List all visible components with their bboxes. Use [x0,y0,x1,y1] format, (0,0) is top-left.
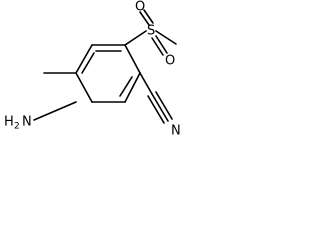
ring-bond-5 [75,72,93,103]
oxygen-top-label: O [135,0,145,15]
amine-nitrogen-label: N [22,115,32,130]
amino-group: H 2 N [4,72,77,132]
ring-inner-bond-2 [119,76,133,97]
sulfur-methyl-bond [155,30,177,45]
molecule-diagram: S O O N H 2 N [4,0,181,139]
amine-hydrogen-label: H [4,115,14,130]
amine-subscript-label: 2 [14,122,20,132]
ring-bond-2 [124,44,141,74]
nitrile-triple-bond-2 [155,91,173,120]
nitrile-group: N [139,72,181,139]
sulfur-oxygen-bottom-bond-a [151,37,164,56]
sulfur-oxygen-bottom-bond-b [155,35,168,54]
methylsulfonyl-group: S O O [124,0,177,69]
benzene-ring [75,44,141,103]
oxygen-bottom-label: O [165,54,175,69]
nitrile-triple-bond-1 [151,93,169,122]
sulfur-oxygen-top-bond-a [139,11,150,26]
sulfur-oxygen-top-bond-b [143,9,154,24]
sulfur-label: S [147,24,155,39]
nitrile-triple-bond-3 [147,95,165,124]
ring-inner-bond-3 [81,52,95,74]
amine-link-bond [33,101,77,121]
ring-to-sulfur-bond [124,30,147,46]
ring-bond-6 [75,44,93,74]
ring-to-nitrile-carbon-bond [139,72,153,95]
ring-bond-3 [124,72,141,103]
nitrile-nitrogen-label: N [171,124,181,139]
